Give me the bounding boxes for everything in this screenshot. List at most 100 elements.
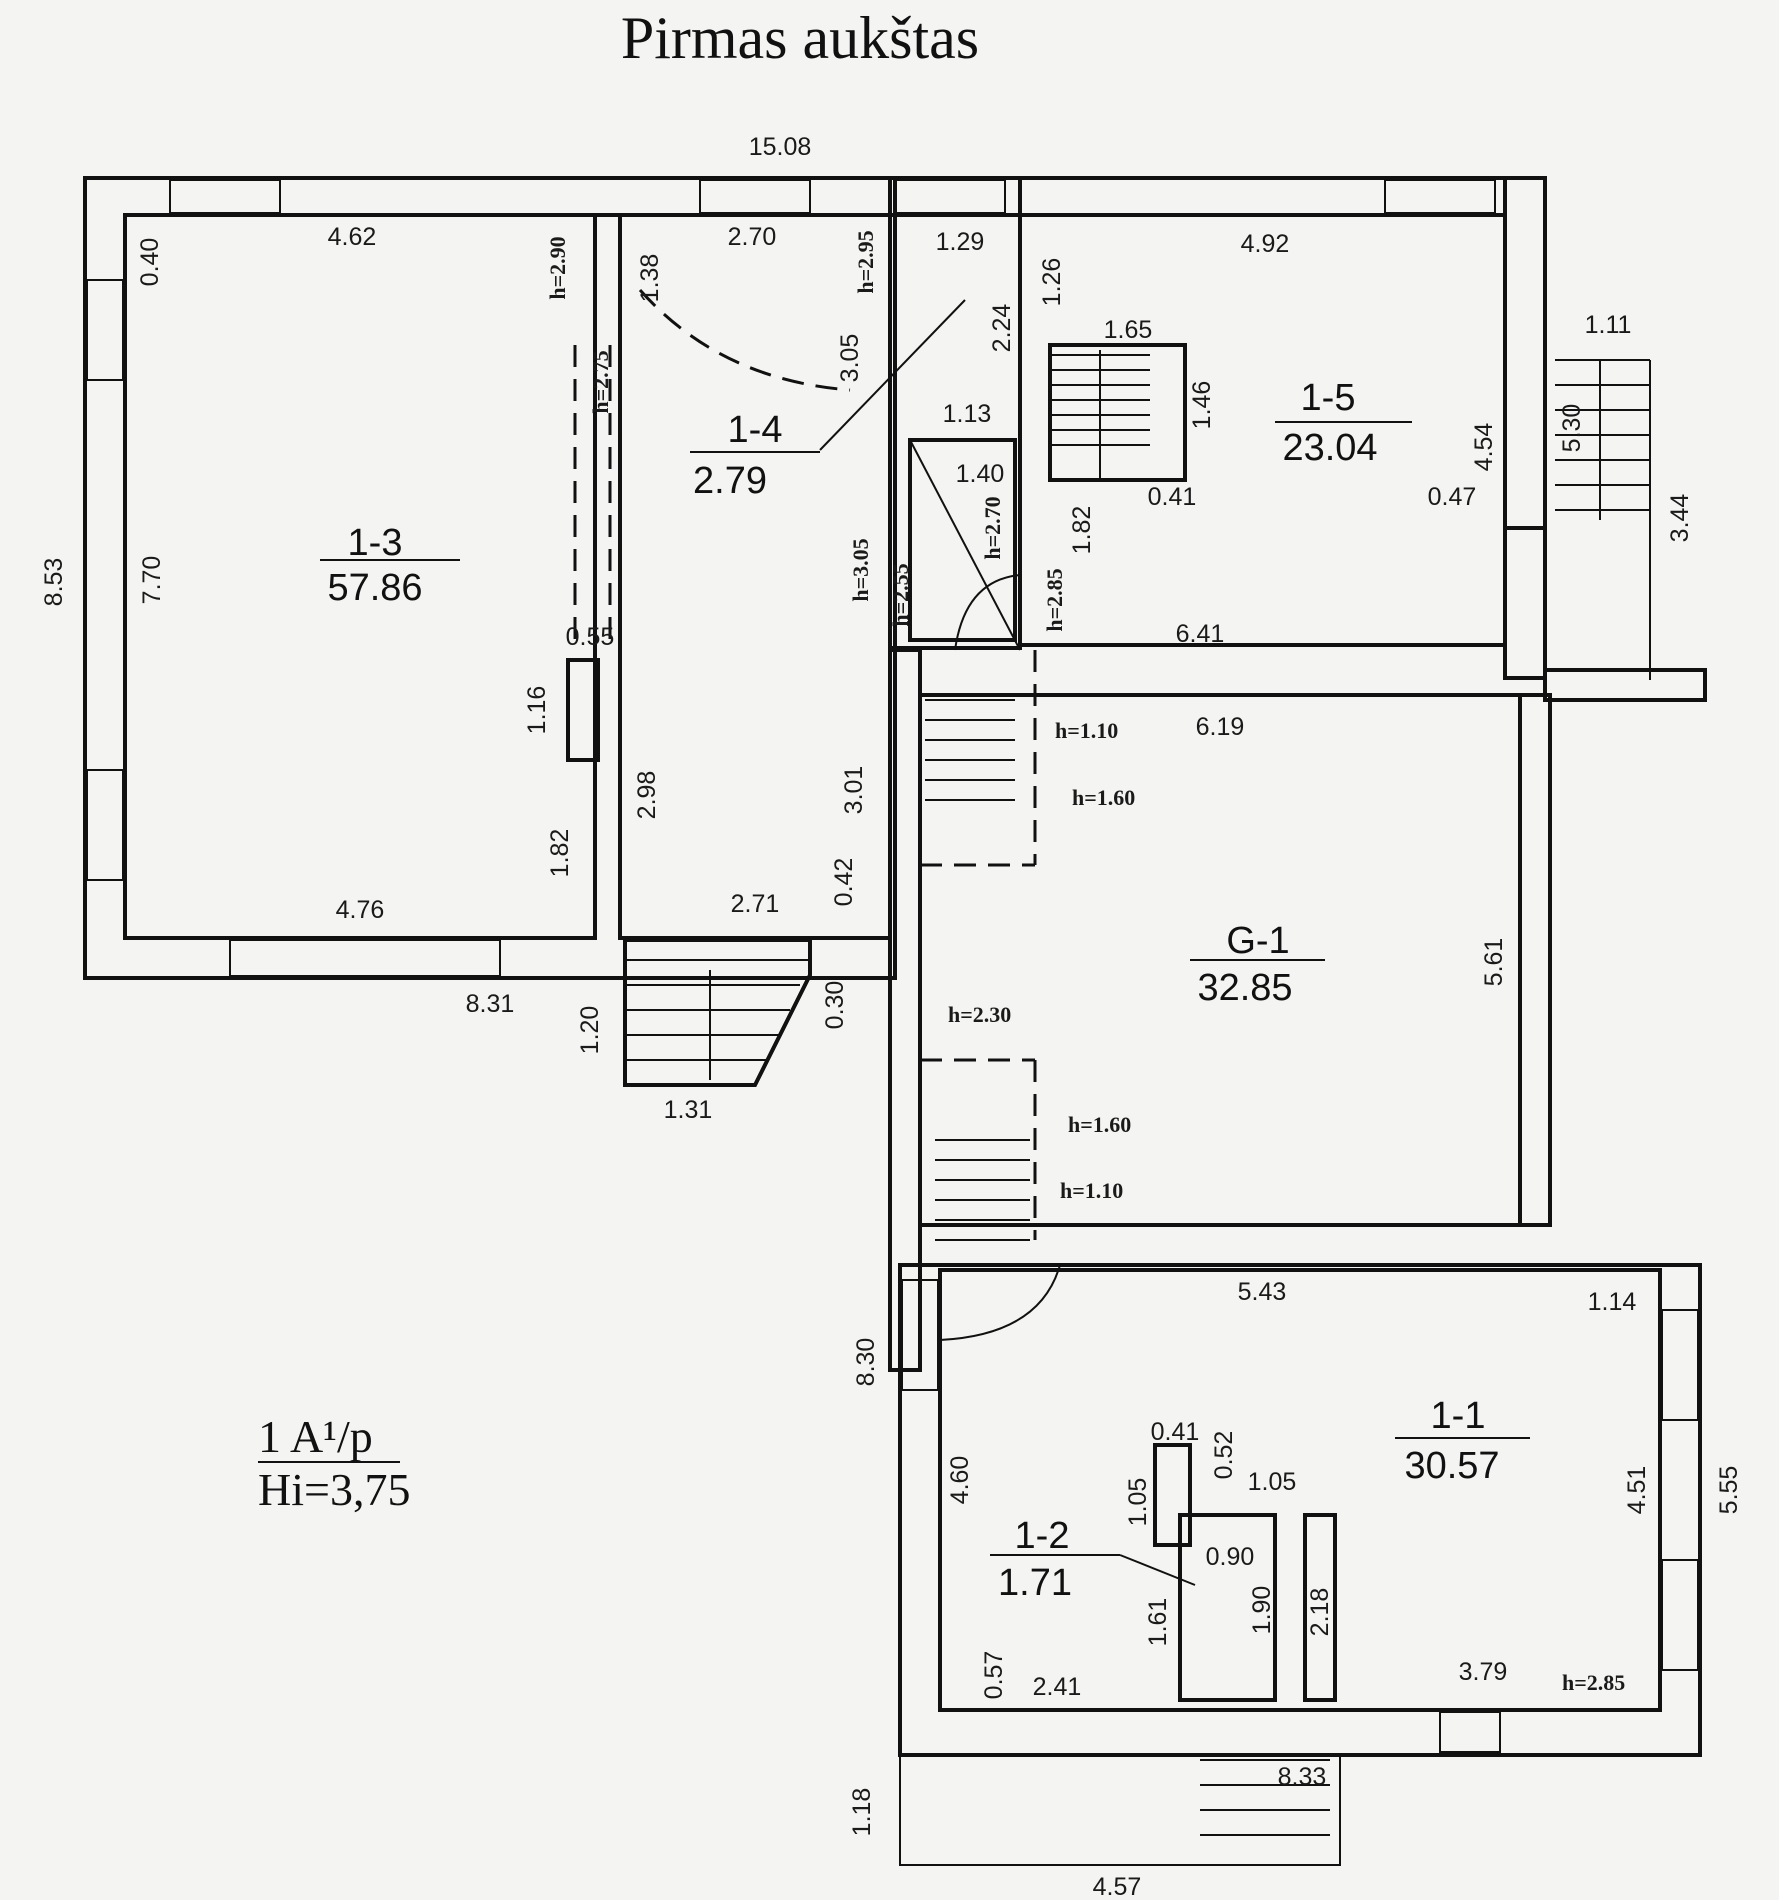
- dim-v: 2.24: [988, 304, 1016, 353]
- dim-v: 1.26: [1038, 258, 1066, 307]
- dim-v: 1.05: [1124, 1478, 1152, 1527]
- dim-v: 4.60: [946, 1456, 974, 1505]
- stair-g1-top: [925, 699, 1015, 801]
- dim-v: 4.54: [1470, 423, 1498, 472]
- dim-v: 3.44: [1666, 494, 1694, 543]
- dim-h: 1.05: [1248, 1468, 1297, 1496]
- dimensions-horizontal: 15.08 4.62 2.70 1.29 4.92 1.11 1.65 1.13…: [328, 133, 1637, 1900]
- dim-h: 4.76: [336, 896, 385, 924]
- room-id: 1-3: [348, 522, 403, 564]
- room-area: 32.85: [1197, 967, 1292, 1009]
- dim-h: 1.29: [936, 228, 985, 256]
- dim-v: 0.57: [980, 1651, 1008, 1700]
- dim-v: 1.16: [523, 686, 551, 735]
- room-id: 1-1: [1431, 1395, 1486, 1437]
- room-id: G-1: [1226, 920, 1289, 962]
- dim-h: 2.70: [728, 223, 777, 251]
- dim-h: 0.90: [1206, 1543, 1255, 1571]
- dim-h: 2.71: [731, 890, 780, 918]
- room-1-3: 1-3 57.86: [320, 522, 460, 609]
- stair-g1-bottom: [935, 1139, 1030, 1241]
- dim-v: 1.38: [636, 254, 664, 303]
- dim-v: 2.18: [1306, 1588, 1334, 1637]
- walls: [83, 176, 1707, 1866]
- dim-h: 8.33: [1278, 1763, 1327, 1791]
- dim-h: 1.13: [943, 400, 992, 428]
- room-1-1: 1-1 30.57: [1395, 1395, 1530, 1487]
- dim-v: 3.01: [840, 766, 868, 815]
- dim-h: 0.55: [566, 623, 615, 651]
- height-label: h=2.55: [888, 563, 913, 626]
- room-id: 1-2: [1015, 1515, 1070, 1557]
- height-label: h=2.75: [588, 350, 613, 413]
- height-label: h=1.60: [1072, 785, 1135, 810]
- dim-v: 1.18: [848, 1788, 876, 1837]
- room-g-1: G-1 32.85: [1190, 920, 1325, 1009]
- note-line2: Hi=3,75: [258, 1464, 410, 1515]
- room-1-4: 1-4 2.79: [690, 409, 820, 502]
- dim-h: 1.11: [1585, 311, 1632, 339]
- room-area: 30.57: [1404, 1445, 1499, 1487]
- dim-h: 6.41: [1176, 620, 1225, 648]
- stair-1-5: [1050, 350, 1150, 478]
- dim-v: 1.61: [1144, 1598, 1172, 1647]
- room-1-5: 1-5 23.04: [1275, 377, 1412, 469]
- dim-v: 1.90: [1248, 1586, 1276, 1635]
- height-label: h=1.60: [1068, 1112, 1131, 1137]
- stair-right-exterior: [1555, 359, 1650, 520]
- height-label: h=1.10: [1060, 1178, 1123, 1203]
- dim-v: 8.30: [852, 1338, 880, 1387]
- height-label: h=2.90: [545, 236, 570, 299]
- dim-h: 1.31: [664, 1096, 713, 1124]
- dim-v: 5.30: [1558, 404, 1586, 453]
- dim-h: 8.31: [466, 990, 515, 1018]
- dim-v: 1.20: [576, 1006, 604, 1055]
- room-id: 1-5: [1301, 377, 1356, 419]
- dim-h: 4.62: [328, 223, 377, 251]
- dim-v: 0.40: [136, 238, 164, 287]
- dim-h: 0.41: [1148, 483, 1197, 511]
- room-area: 2.79: [693, 460, 767, 502]
- dim-h: 1.40: [956, 460, 1005, 488]
- height-label: h=2.30: [948, 1002, 1011, 1027]
- dim-v: 1.82: [1068, 506, 1096, 555]
- dim-v: 3.05: [836, 334, 864, 383]
- openings: [573, 289, 1061, 1341]
- height-label: h=2.70: [980, 496, 1005, 559]
- dim-h: 4.57: [1093, 1873, 1142, 1900]
- windows: [86, 179, 1699, 1753]
- room-id: 1-4: [728, 409, 783, 451]
- dim-h: 6.19: [1196, 713, 1245, 741]
- dim-v: 4.51: [1623, 1466, 1651, 1515]
- dim-v: 7.70: [138, 556, 166, 605]
- height-label: h=2.85: [1562, 1670, 1625, 1695]
- height-label: h=2.85: [1042, 568, 1067, 631]
- stairs: [625, 350, 1650, 1836]
- dim-v: 1.82: [546, 829, 574, 878]
- dim-h: 3.79: [1459, 1658, 1508, 1686]
- room-1-2: 1-2 1.71: [990, 1515, 1196, 1604]
- dimensions-vertical: 0.40 8.53 7.70 1.38 3.05 2.24 1.26 1.46 …: [40, 238, 1743, 1837]
- room-area: 1.71: [998, 1562, 1072, 1604]
- room-area: 57.86: [327, 567, 422, 609]
- dim-v: 5.61: [1480, 938, 1508, 987]
- height-labels: h=2.90 h=2.95 h=2.75 h=3.05 h=2.55 h=2.7…: [545, 230, 1625, 1695]
- height-label: h=1.10: [1055, 718, 1118, 743]
- dim-h: 4.92: [1241, 230, 1290, 258]
- dim-v: 1.46: [1188, 381, 1216, 430]
- page-title: Pirmas aukštas: [620, 5, 980, 71]
- room-labels: 1-3 57.86 1-4 2.79 1-5 23.04 G-1 32.85 1…: [320, 377, 1530, 1604]
- dim-v: 0.30: [821, 981, 849, 1030]
- dim-h: 15.08: [749, 133, 812, 161]
- note-line1: 1 A¹/p: [258, 1411, 373, 1462]
- dim-h: 0.41: [1151, 1418, 1200, 1446]
- dim-h: 0.47: [1428, 483, 1477, 511]
- dim-h: 2.41: [1033, 1673, 1082, 1701]
- stair-bottom-porch: [1200, 1759, 1330, 1836]
- dim-h: 1.14: [1588, 1288, 1637, 1316]
- dim-h: 5.43: [1238, 1278, 1287, 1306]
- stair-entrance: [625, 959, 810, 1080]
- dim-h: 1.65: [1104, 316, 1153, 344]
- dim-v: 0.52: [1210, 1431, 1238, 1480]
